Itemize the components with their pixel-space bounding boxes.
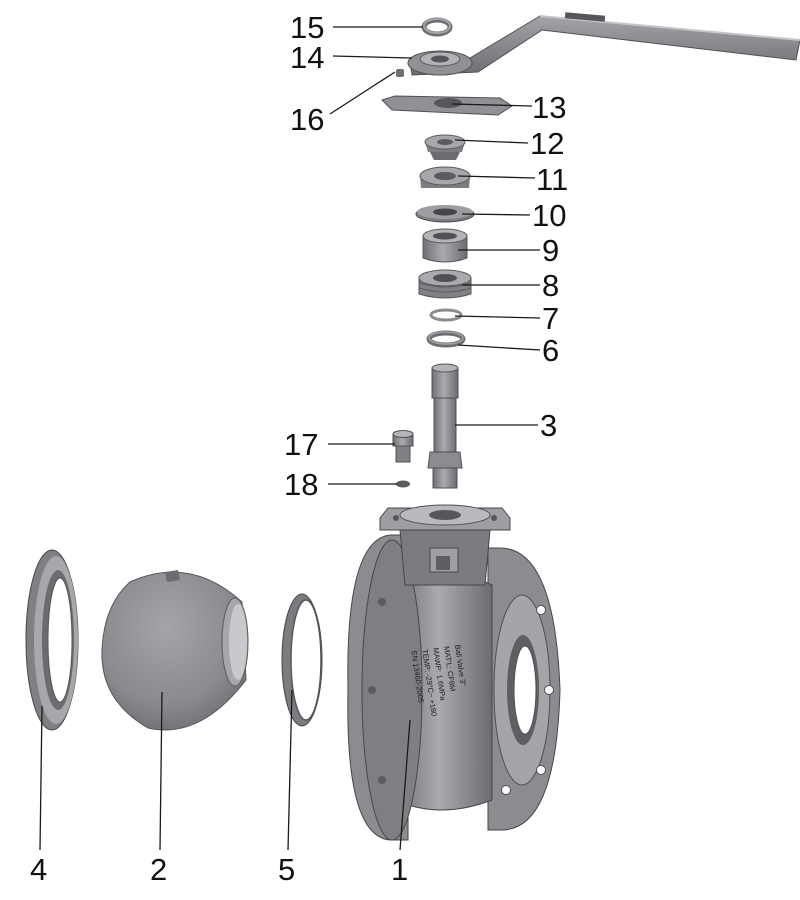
label-part-13: 13	[532, 90, 566, 125]
part-8-packing	[418, 269, 472, 299]
part-12-nut	[424, 134, 466, 160]
part-6-ring	[426, 330, 466, 348]
label-part-12: 12	[530, 126, 564, 161]
leader-12	[454, 139, 529, 144]
label-part-7: 7	[542, 301, 559, 336]
leader-5	[287, 689, 293, 851]
leader-16	[329, 71, 396, 115]
label-part-15: 15	[290, 10, 324, 45]
leader-7	[454, 315, 541, 319]
part-15-ring	[421, 17, 453, 37]
part-labels: 15 14 16 13 12 11 10 9 8 7 6 3 17 18 4 2…	[30, 10, 568, 887]
handle-lever	[407, 12, 800, 76]
label-part-14: 14	[290, 40, 324, 75]
label-part-2: 2	[150, 852, 167, 887]
part-1-valve-body: Ball Valve 3" MAT'L: CF8M MAWP: 1.6MPa T…	[347, 504, 561, 841]
part-9-bushing	[422, 228, 468, 263]
label-part-5: 5	[278, 852, 295, 887]
label-part-4: 4	[30, 852, 47, 887]
leader-13	[451, 103, 533, 107]
label-part-18: 18	[284, 467, 318, 502]
label-part-3: 3	[540, 408, 557, 443]
part-2-ball	[101, 570, 249, 731]
label-part-10: 10	[532, 198, 566, 233]
part-18-pin	[396, 480, 410, 488]
label-part-6: 6	[542, 333, 559, 368]
part-10-washer	[415, 205, 475, 223]
leader-14	[332, 55, 413, 59]
part-3-stem	[427, 363, 463, 489]
leader-10	[461, 213, 531, 216]
part-13-stop-plate	[381, 95, 513, 116]
leader-2	[159, 691, 163, 851]
part-7-ring	[429, 308, 463, 322]
part-4-seat-ring	[25, 549, 79, 731]
label-part-16: 16	[290, 102, 324, 137]
label-part-11: 11	[536, 162, 568, 197]
leader-11	[457, 175, 536, 179]
leader-1	[399, 719, 411, 851]
part-5-seat-ring	[281, 593, 323, 727]
part-16-screw	[396, 69, 404, 77]
leader-6	[457, 344, 541, 351]
label-part-17: 17	[284, 427, 318, 462]
label-part-9: 9	[542, 233, 559, 268]
label-part-1: 1	[391, 852, 408, 887]
leader-lines	[39, 26, 541, 851]
label-part-8: 8	[542, 268, 559, 303]
part-11-nut	[419, 166, 471, 188]
leader-4	[39, 705, 43, 851]
part-17-bolt	[392, 430, 414, 463]
